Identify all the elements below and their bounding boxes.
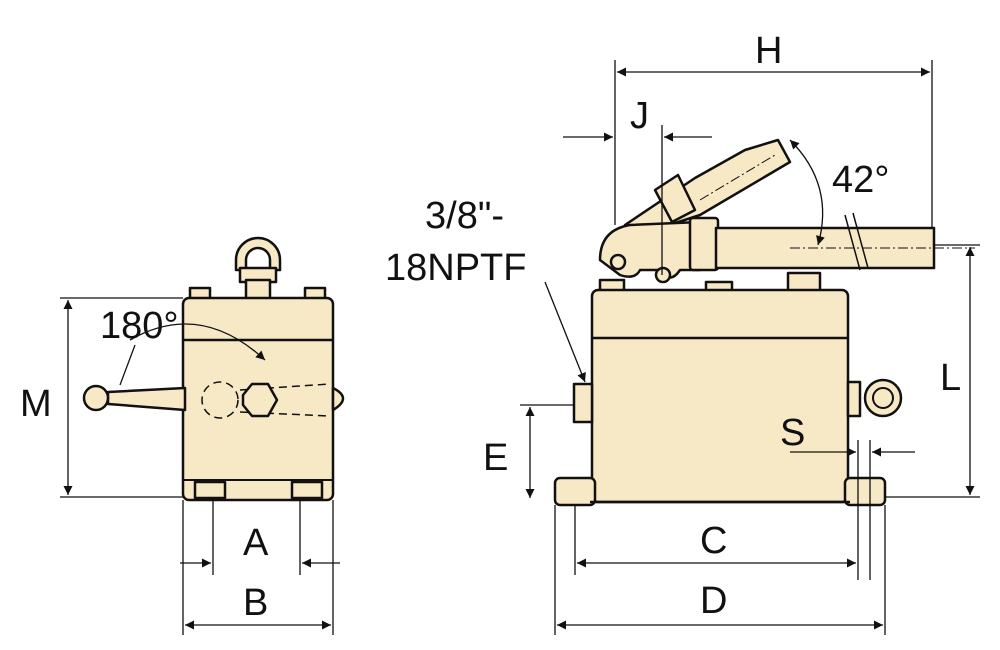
label-A: A <box>243 522 269 564</box>
label-H: H <box>755 30 782 72</box>
lever-handle <box>714 226 936 270</box>
dimension-L <box>885 244 980 498</box>
dimension-B <box>182 500 334 635</box>
valve-handle <box>106 386 187 412</box>
top-knob <box>234 236 282 272</box>
thread-label-line1: 3/8"- <box>425 195 504 237</box>
label-E: E <box>483 437 508 479</box>
pump-body-side <box>590 288 850 504</box>
dimension-C <box>574 505 856 575</box>
front-view-pump <box>82 236 345 502</box>
thread-leader <box>544 281 586 383</box>
label-J: J <box>630 95 649 137</box>
label-D: D <box>700 580 727 622</box>
hex-valve <box>241 382 279 418</box>
label-S: S <box>780 412 805 454</box>
dimension-H <box>614 60 933 228</box>
angle-arc <box>789 139 825 246</box>
side-view-pump <box>553 138 975 507</box>
label-angle: 42° <box>832 159 889 201</box>
label-L: L <box>940 357 961 399</box>
raised-handle <box>623 138 792 230</box>
dimension-J <box>563 125 712 275</box>
dimension-D <box>554 505 886 635</box>
rotation-label: 180° <box>100 305 179 347</box>
dimension-E <box>520 404 575 498</box>
label-B: B <box>243 582 268 624</box>
rotation-arrow <box>129 323 266 361</box>
dimension-S <box>790 440 915 580</box>
thread-label-line2: 18NPTF <box>385 247 526 289</box>
label-C: C <box>700 520 727 562</box>
label-M: M <box>20 383 52 425</box>
port-fitting <box>572 382 594 424</box>
dimension-M <box>60 297 183 498</box>
dimension-A <box>180 500 340 575</box>
